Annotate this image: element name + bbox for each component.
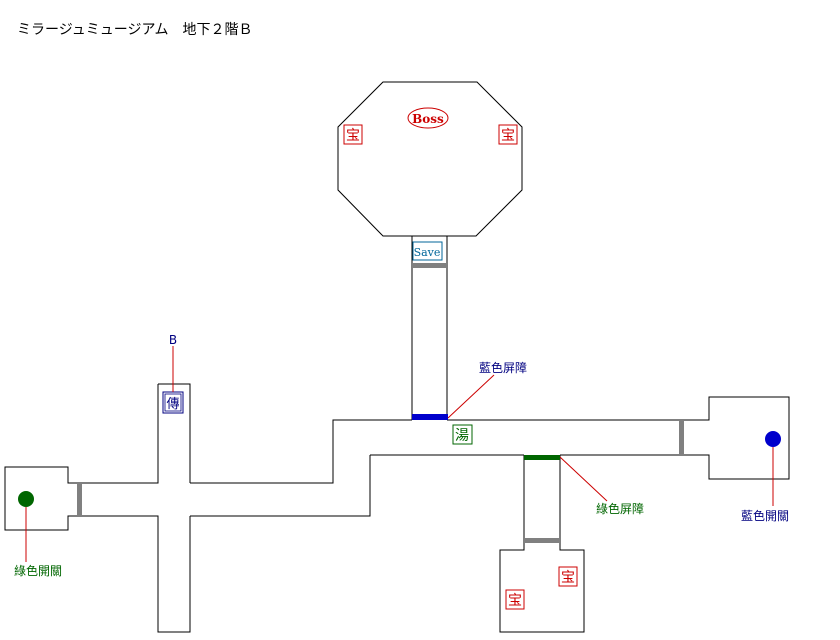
south-corridor [499,455,585,633]
green-barrier [524,455,560,460]
teleport-dest-label: B [169,333,177,347]
treasure-box-2 [498,124,518,145]
gate-north [412,263,448,268]
treasure-box-4 [505,589,525,610]
map-title: ミラージュミュージアム 地下２階Ｂ [17,22,252,38]
boss-marker-outline [407,107,449,129]
spring-box [452,424,473,445]
blue-switch [765,431,781,447]
main-hall [190,419,681,517]
west-room [4,466,80,531]
save-marker: Save [414,246,441,259]
boss-marker: Boss [412,112,444,126]
boss-room [337,81,523,237]
treasure-marker-2: 宝 [501,128,515,144]
blue-switch-label: 藍色開關 [741,509,789,523]
treasure-box-1 [343,124,363,145]
save-box [412,241,443,261]
teleport-box-inner [164,393,182,412]
treasure-marker-3: 宝 [561,570,575,586]
blue-barrier [412,414,448,420]
treasure-marker-1: 宝 [346,128,360,144]
blue-barrier-leader [447,374,495,419]
gate-west [77,483,82,516]
teleport-marker: 傳 [166,397,179,412]
green-barrier-leader [559,456,608,502]
gate-east [679,420,684,455]
treasure-box-3 [558,566,578,587]
cross-corridor [79,383,191,633]
east-room [680,396,790,480]
green-barrier-label: 綠色屏障 [596,501,644,516]
green-switch-label: 綠色開關 [14,564,62,578]
blue-barrier-label: 藍色屏障 [479,360,527,375]
treasure-marker-4: 宝 [508,593,522,609]
green-switch [18,491,34,507]
spring-marker: 湯 [455,427,469,444]
gate-south [524,538,560,543]
